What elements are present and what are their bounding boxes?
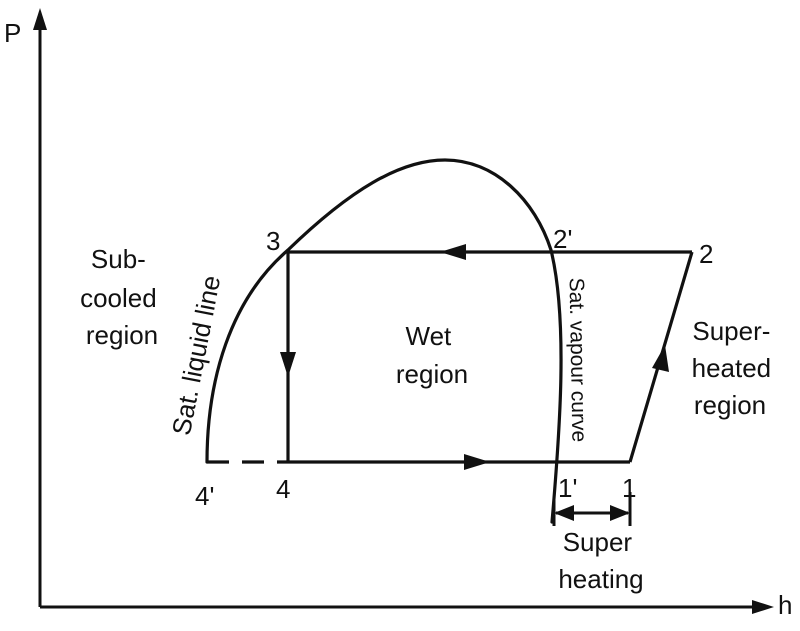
y-axis-arrowhead (33, 8, 47, 30)
superheat-arrow-right (610, 505, 630, 521)
wet-region-label: Wet region (396, 321, 468, 389)
super-heating-label: Super heating (558, 527, 643, 594)
point-1-label: 1 (622, 473, 636, 503)
saturation-dome-curve (205, 158, 563, 524)
point-2prime-label: 2' (553, 224, 572, 254)
point-4prime-label: 4' (195, 481, 214, 511)
arrowhead-upward (652, 345, 669, 372)
point-1prime-label: 1' (558, 473, 577, 503)
x-axis-arrowhead (752, 600, 774, 614)
sat-liquid-line-label: Sat. liquid line (166, 273, 226, 438)
y-axis-label: P (4, 18, 21, 48)
arrowhead-rightward (464, 454, 490, 470)
sat-vapour-curve-label: Sat. vapour curve (565, 277, 591, 442)
point-3-label: 3 (266, 226, 280, 256)
superheat-arrow-left (554, 505, 574, 521)
subcooled-region-label: Sub- cooled region (80, 244, 164, 350)
superheated-region-label: Super- heated region (692, 316, 779, 420)
arrowhead-downward (280, 352, 296, 377)
point-2-label: 2 (699, 239, 713, 269)
point-4-label: 4 (276, 474, 290, 504)
arrowhead-leftward (440, 244, 466, 260)
x-axis-label: h (778, 590, 792, 620)
